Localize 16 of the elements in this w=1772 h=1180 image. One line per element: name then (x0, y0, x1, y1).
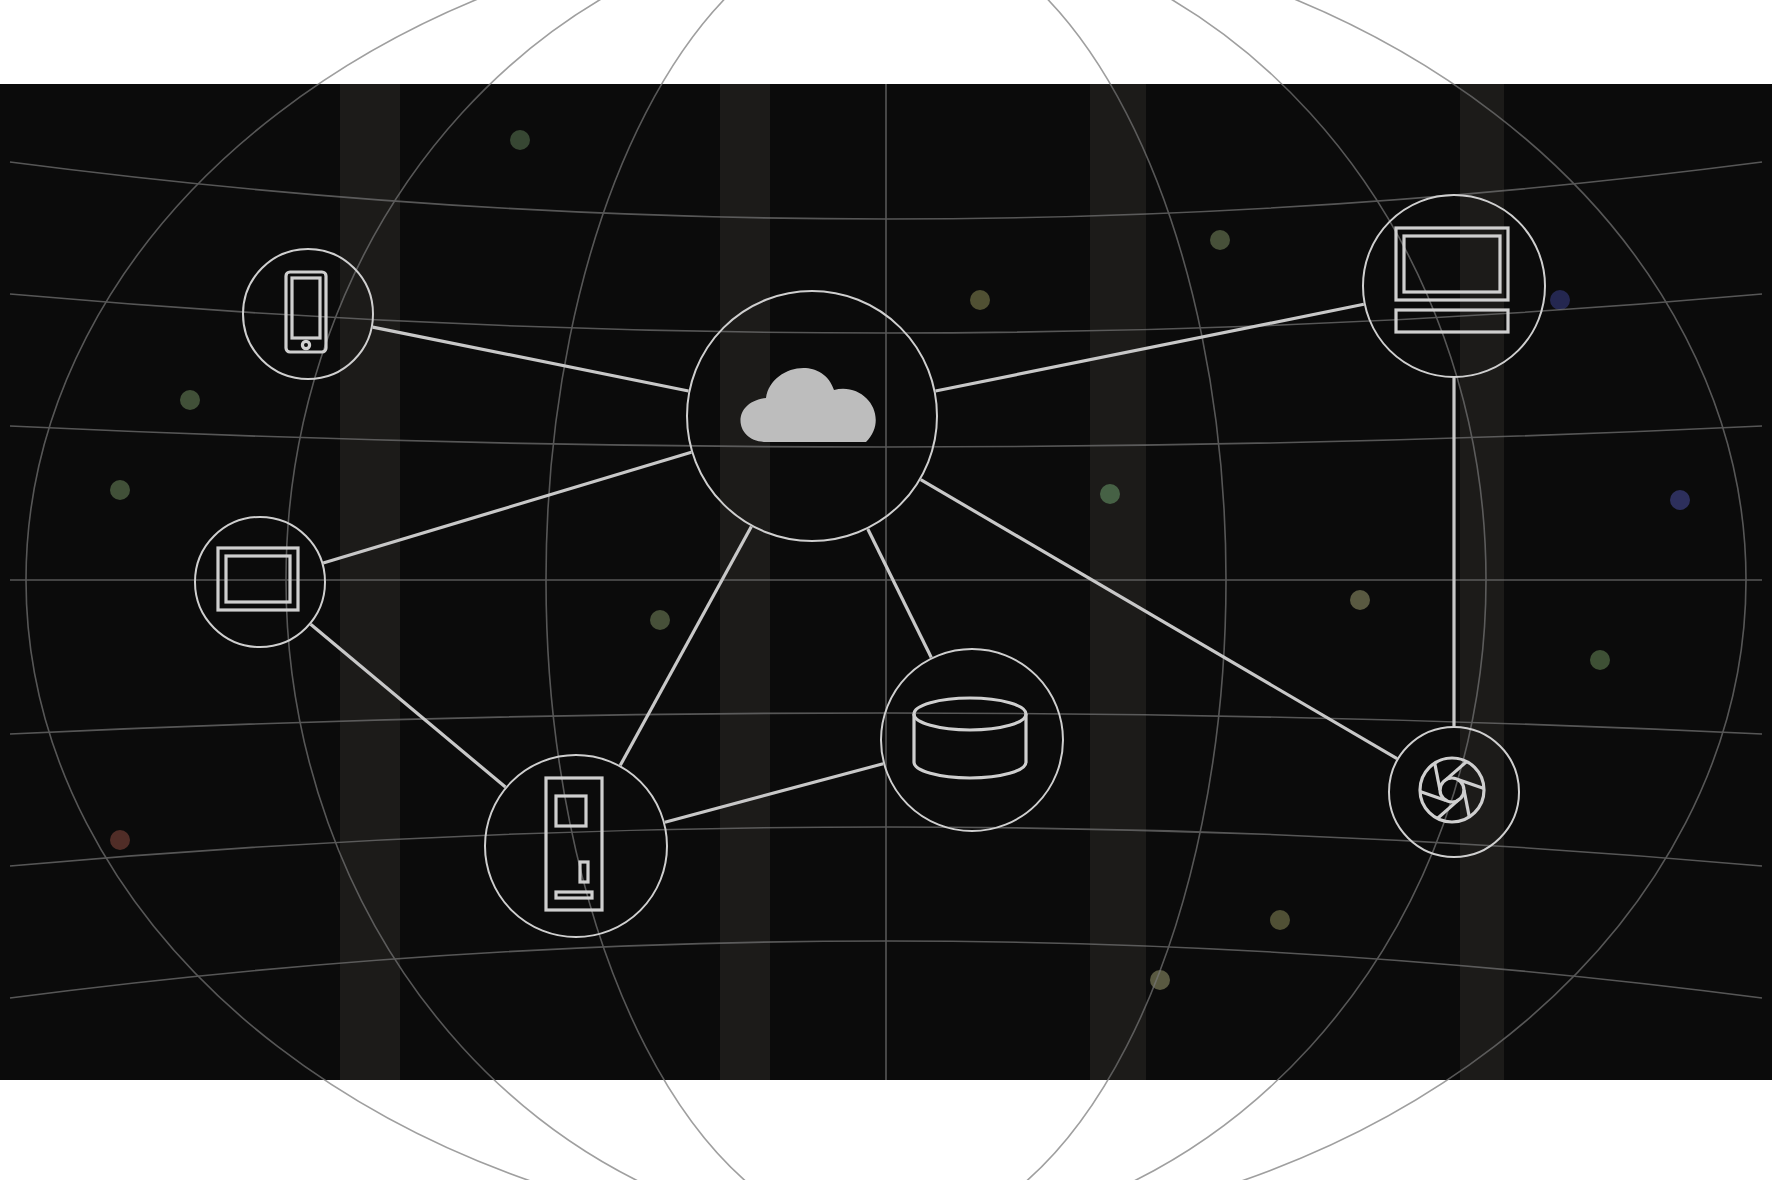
device-circle (242, 248, 374, 380)
connector-line (322, 450, 692, 565)
connector-line (935, 302, 1365, 393)
device-circle (686, 290, 938, 542)
device-circle (1388, 726, 1520, 858)
connector-line (309, 623, 507, 789)
connector-line (919, 478, 1398, 761)
device-circle (484, 754, 668, 938)
connector-line (618, 525, 753, 767)
connector-line (664, 762, 884, 824)
connector-line (866, 528, 933, 659)
device-circle (1362, 194, 1546, 378)
connector-line (1452, 378, 1456, 726)
device-circle (194, 516, 326, 648)
device-circle (880, 648, 1064, 832)
connector-line (372, 325, 689, 393)
